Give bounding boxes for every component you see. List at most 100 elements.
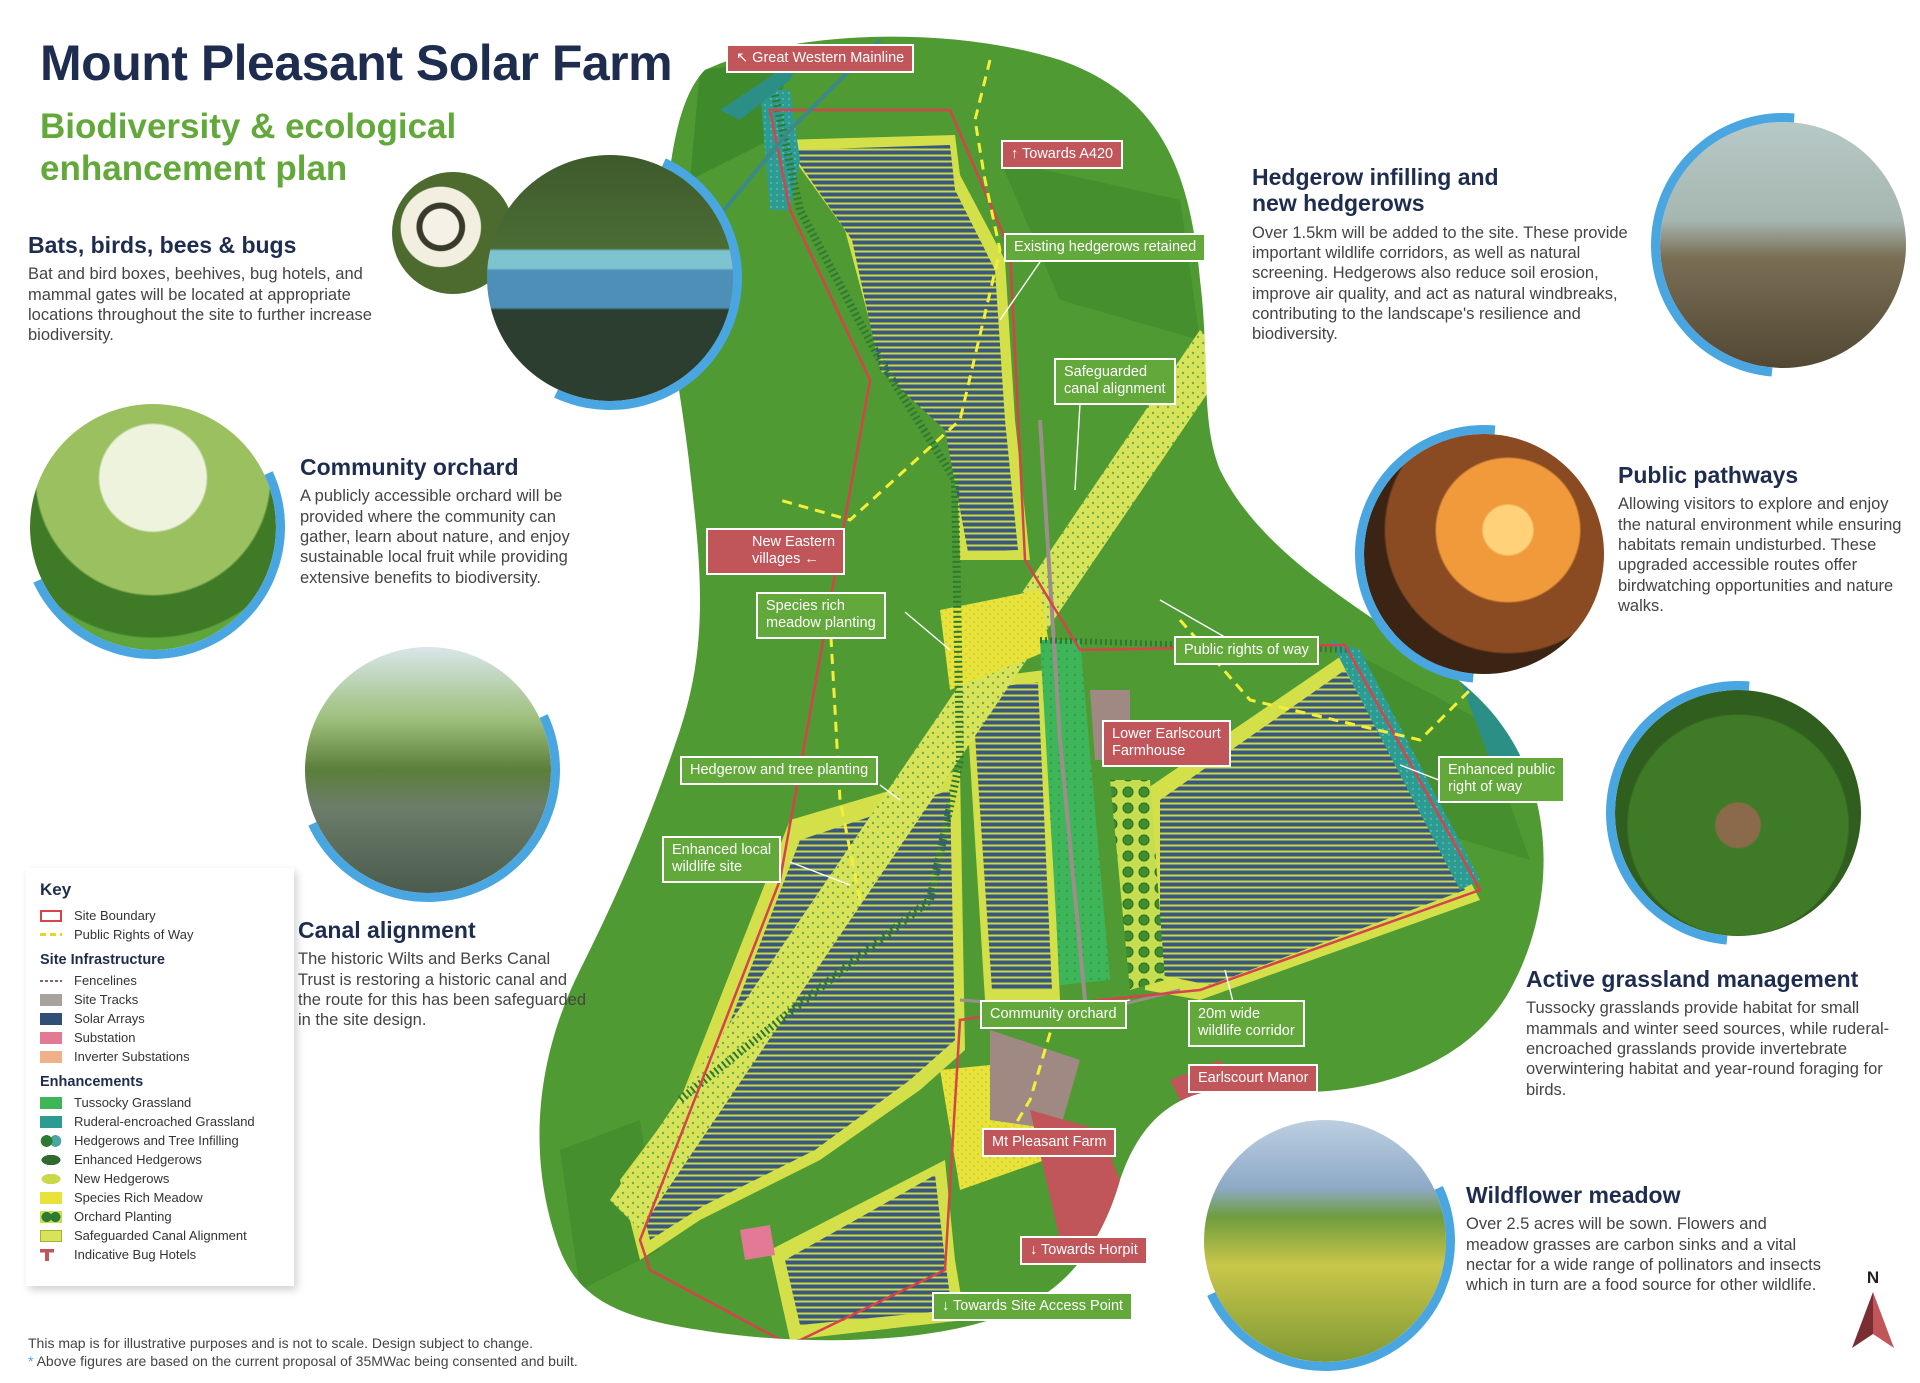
photo-beehives — [487, 155, 733, 401]
swatch-ruderal — [40, 1115, 62, 1128]
swatch-substation — [40, 1031, 62, 1044]
tag-species-rich-meadow: Species rich meadow planting — [756, 592, 886, 639]
key-row-inverter: Inverter Substations — [40, 1047, 280, 1066]
tag-existing-hedgerows: Existing hedgerows retained — [1004, 233, 1207, 263]
safeguarded-canal-strip — [610, 330, 1230, 1230]
photo-hedgerow-birds — [1660, 122, 1906, 368]
swatch-prow — [40, 933, 62, 936]
feature-bats-text: Bat and bird boxes, beehives, bug hotels… — [28, 265, 372, 345]
key-title: Key — [40, 880, 72, 899]
feature-bats: Bats, birds, bees & bugs Bat and bird bo… — [28, 232, 398, 346]
swatch-tussocky — [40, 1096, 62, 1109]
feature-bats-heading: Bats, birds, bees & bugs — [28, 232, 297, 258]
key-row-tussocky: Tussocky Grassland — [40, 1093, 280, 1112]
feature-wildflower: Wildflower meadow Over 2.5 acres will be… — [1466, 1182, 1826, 1296]
tag-enhanced-wildlife-site: Enhanced local wildlife site — [662, 836, 782, 883]
key-label: Orchard Planting — [74, 1209, 172, 1224]
key-label: Site Boundary — [74, 908, 156, 923]
feature-grassland-text: Tussocky grasslands provide habitat for … — [1526, 999, 1890, 1099]
map-key: Key Site Boundary Public Rights of Way S… — [26, 868, 294, 1286]
north-label: N — [1866, 1268, 1880, 1287]
key-row-meadow: Species Rich Meadow — [40, 1188, 280, 1207]
feature-canal-text: The historic Wilts and Berks Canal Trust… — [298, 950, 587, 1030]
substation — [740, 1225, 775, 1260]
key-label: Substation — [74, 1030, 136, 1045]
page-title: Mount Pleasant Solar Farm — [40, 35, 673, 91]
key-label: Solar Arrays — [74, 1011, 145, 1026]
photo-walkers — [1364, 434, 1604, 674]
feature-pathways-text: Allowing visitors to explore and enjoy t… — [1618, 495, 1902, 615]
photo-vole — [1615, 690, 1861, 936]
species-rich-meadow — [940, 590, 1050, 690]
feature-canal: Canal alignment The historic Wilts and B… — [298, 917, 588, 1031]
feature-wildflower-text: Over 2.5 acres will be sown. Flowers and… — [1466, 1215, 1821, 1295]
key-label: Public Rights of Way — [74, 927, 194, 942]
photo-wildflowers — [1204, 1120, 1446, 1362]
swatch-enhhedge — [40, 1153, 62, 1166]
tag-great-western-mainline: ↖ Great Western Mainline — [726, 44, 915, 74]
key-row-fence: Fencelines — [40, 971, 280, 990]
key-row-orchard: Orchard Planting — [40, 1207, 280, 1226]
key-infra-title: Site Infrastructure — [40, 952, 165, 968]
key-row-substation: Substation — [40, 1028, 280, 1047]
public-rights-of-way — [779, 59, 1002, 522]
feature-grassland: Active grassland management Tussocky gra… — [1526, 966, 1896, 1100]
feature-wildflower-heading: Wildflower meadow — [1466, 1182, 1681, 1208]
swatch-solar — [40, 1012, 62, 1025]
feature-orchard: Community orchard A publicly accessible … — [300, 454, 610, 588]
solar-array-east — [1160, 670, 1465, 985]
key-label: Site Tracks — [74, 992, 139, 1007]
solar-array-southwest — [635, 790, 955, 1240]
feature-hedgerow: Hedgerow infilling and new hedgerows Ove… — [1252, 164, 1632, 345]
feature-grassland-heading: Active grassland management — [1526, 966, 1859, 992]
swatch-canal — [40, 1229, 62, 1242]
key-label: Tussocky Grassland — [74, 1095, 192, 1110]
key-row-bughotel: Indicative Bug Hotels — [40, 1245, 280, 1264]
feature-pathways-heading: Public pathways — [1618, 462, 1799, 488]
key-label: Inverter Substations — [74, 1049, 190, 1064]
swatch-orchard — [40, 1210, 62, 1223]
tag-community-orchard: Community orchard — [980, 1000, 1127, 1030]
tag-safeguarded-canal: Safeguarded canal alignment — [1054, 358, 1176, 405]
key-label: Species Rich Meadow — [74, 1190, 203, 1205]
key-label: Safeguarded Canal Alignment — [74, 1228, 247, 1243]
swatch-fence — [40, 979, 62, 982]
key-row-ruderal: Ruderal-encroached Grassland — [40, 1112, 280, 1131]
feature-orchard-text: A publicly accessible orchard will be pr… — [300, 487, 570, 587]
swatch-meadow — [40, 1191, 62, 1204]
swatch-hedgetree — [40, 1134, 62, 1147]
feature-hedgerow-heading: Hedgerow infilling and new hedgerows — [1252, 164, 1499, 217]
footnote-line-1: This map is for illustrative purposes an… — [28, 1335, 534, 1351]
tag-towards-site-access: ↓ Towards Site Access Point — [932, 1292, 1134, 1322]
tag-hedgerow-tree-planting: Hedgerow and tree planting — [680, 756, 879, 786]
feature-orchard-heading: Community orchard — [300, 454, 519, 480]
key-label: Indicative Bug Hotels — [74, 1247, 197, 1262]
key-enh-title: Enhancements — [40, 1074, 144, 1090]
feature-hedgerow-text: Over 1.5km will be added to the site. Th… — [1252, 223, 1628, 344]
footnote-line-2: * Above figures are based on the current… — [28, 1352, 578, 1370]
tag-towards-a420: ↑ Towards A420 — [1001, 140, 1124, 170]
key-label: New Hedgerows — [74, 1171, 170, 1186]
site-track — [1038, 419, 1087, 1001]
tag-public-rights-of-way: Public rights of way — [1174, 636, 1319, 666]
footnote-line-2-text: Above figures are based on the current p… — [36, 1353, 578, 1370]
key-label: Fencelines — [74, 973, 137, 988]
key-row-enhhedge: Enhanced Hedgerows — [40, 1150, 280, 1169]
tag-enhanced-public-right: Enhanced public right of way — [1438, 756, 1566, 803]
footnote-star: * — [28, 1353, 34, 1370]
tag-lower-earlscourt: Lower Earlscourt Farmhouse — [1102, 720, 1231, 767]
key-row-prow: Public Rights of Way — [40, 925, 280, 944]
photo-orchard — [30, 404, 276, 650]
key-row-boundary: Site Boundary — [40, 906, 280, 925]
swatch-boundary — [40, 909, 62, 922]
feature-pathways: Public pathways Allowing visitors to exp… — [1618, 462, 1908, 616]
orchard-planting — [1110, 780, 1165, 990]
key-label: Ruderal-encroached Grassland — [74, 1114, 255, 1129]
tag-earlscourt-manor: Earlscourt Manor — [1188, 1064, 1319, 1094]
north-arrow: N — [1848, 1268, 1898, 1350]
key-row-hedgetree: Hedgerows and Tree Infilling — [40, 1131, 280, 1150]
tag-towards-horpit: ↓ Towards Horpit — [1020, 1236, 1148, 1266]
feature-canal-heading: Canal alignment — [298, 917, 476, 943]
footnote: This map is for illustrative purposes an… — [28, 1334, 578, 1370]
key-label: Hedgerows and Tree Infilling — [74, 1133, 239, 1148]
